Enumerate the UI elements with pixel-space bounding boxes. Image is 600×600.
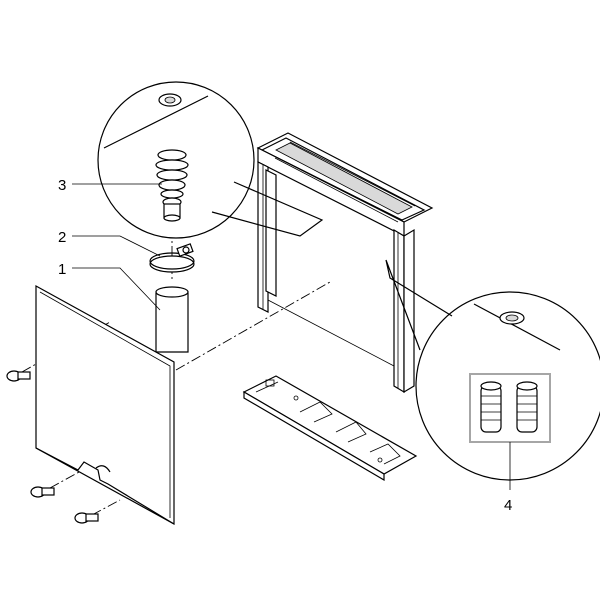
detail-circle-bellows [97,81,324,239]
base-plate [242,375,418,482]
front-panel [35,284,175,526]
coupling-right [516,381,538,433]
leader-lines [72,183,511,490]
bellows-hose [155,149,189,222]
hose-clamp [149,243,195,273]
hose-stub [155,286,189,353]
callout-2: 2 [58,229,66,246]
callout-1: 1 [58,261,66,278]
coupling-left [480,381,502,433]
callout-3: 3 [58,177,66,194]
screw-middle [30,486,55,498]
screw-top [6,370,31,382]
housing-frame [256,132,434,394]
callout-4: 4 [504,497,512,514]
detail-circle-couplings [385,259,600,481]
screw-bottom [74,512,99,524]
